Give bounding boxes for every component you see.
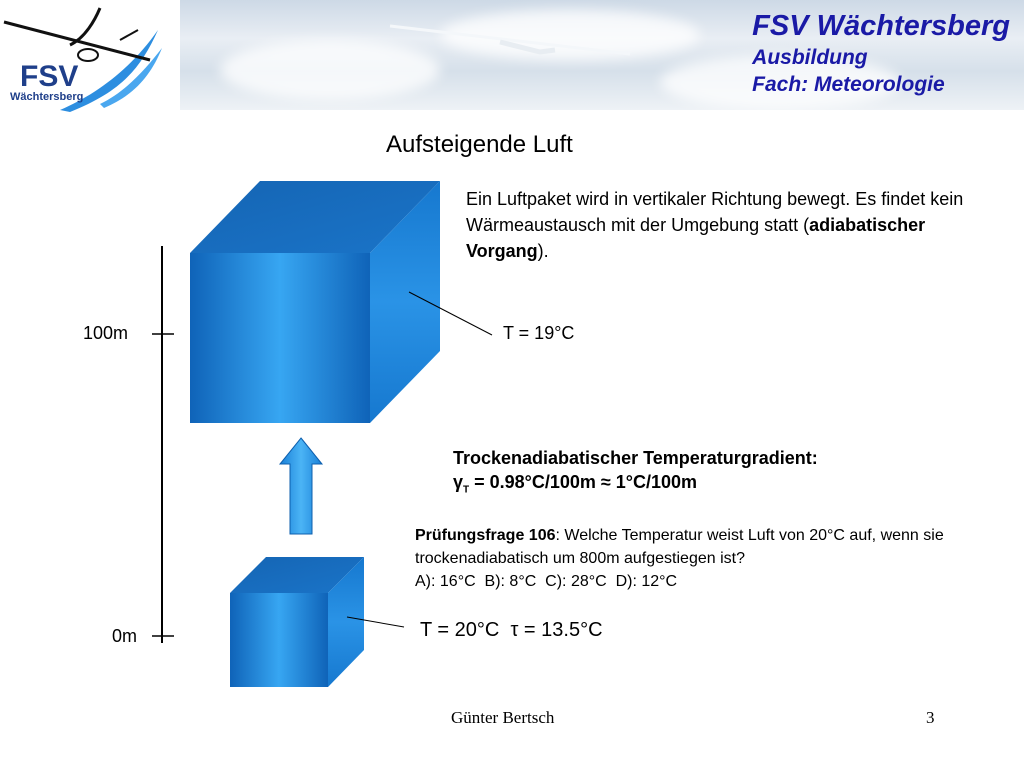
rising-arrow-icon	[278, 437, 324, 535]
header-subject: Fach: Meteorologie	[752, 73, 945, 96]
header-banner	[180, 0, 1024, 110]
question-text: : Welche Temperatur weist Luft von 20°C …	[415, 527, 944, 567]
header-club-name: FSV Wächtersberg	[752, 10, 1010, 42]
header-title: FSV Wächtersberg Ausbildung Fach: Meteor…	[752, 8, 1010, 98]
upper-air-parcel	[190, 181, 440, 423]
question-options: A): 16°C B): 8°C C): 28°C D): 12°C	[415, 573, 678, 590]
logo-text-fsv: FSV	[20, 60, 78, 93]
slide-title: Aufsteigende Luft	[386, 131, 573, 158]
lower-parcel-pointer	[346, 616, 405, 628]
axis-label-100m: 100m	[83, 323, 129, 343]
gradient-heading: Trockenadiabatischer Temperaturgradient:	[453, 448, 818, 468]
lower-air-parcel	[230, 557, 364, 687]
lower-parcel-temperature: T = 20°C τ = 13.5°C	[420, 619, 603, 641]
swoosh-icon	[60, 30, 162, 112]
header-section: Ausbildung	[752, 46, 868, 69]
footer-author: Günter Bertsch	[451, 708, 555, 727]
axis-label-0m: 0m	[112, 626, 138, 646]
upper-parcel-temperature: T = 19°C	[503, 323, 575, 343]
glider-photo-icon	[389, 24, 631, 56]
gradient-formula: γT = 0.98°C/100m ≈ 1°C/100m	[453, 472, 698, 496]
page-number: 3	[926, 708, 935, 727]
logo-text-club: Wächtersberg	[10, 91, 83, 103]
question-label: Prüfungsfrage 106	[415, 527, 556, 544]
lower-parcel-dewpoint: τ = 13.5°C	[510, 619, 603, 641]
club-logo: FSV Wächtersberg	[3, 7, 162, 112]
description-text: Ein Luftpaket wird in vertikaler Richtun…	[466, 189, 964, 261]
upper-parcel-pointer	[408, 291, 493, 336]
glider-icon	[3, 7, 151, 62]
exam-question: Prüfungsfrage 106: Welche Temperatur wei…	[415, 524, 1015, 593]
